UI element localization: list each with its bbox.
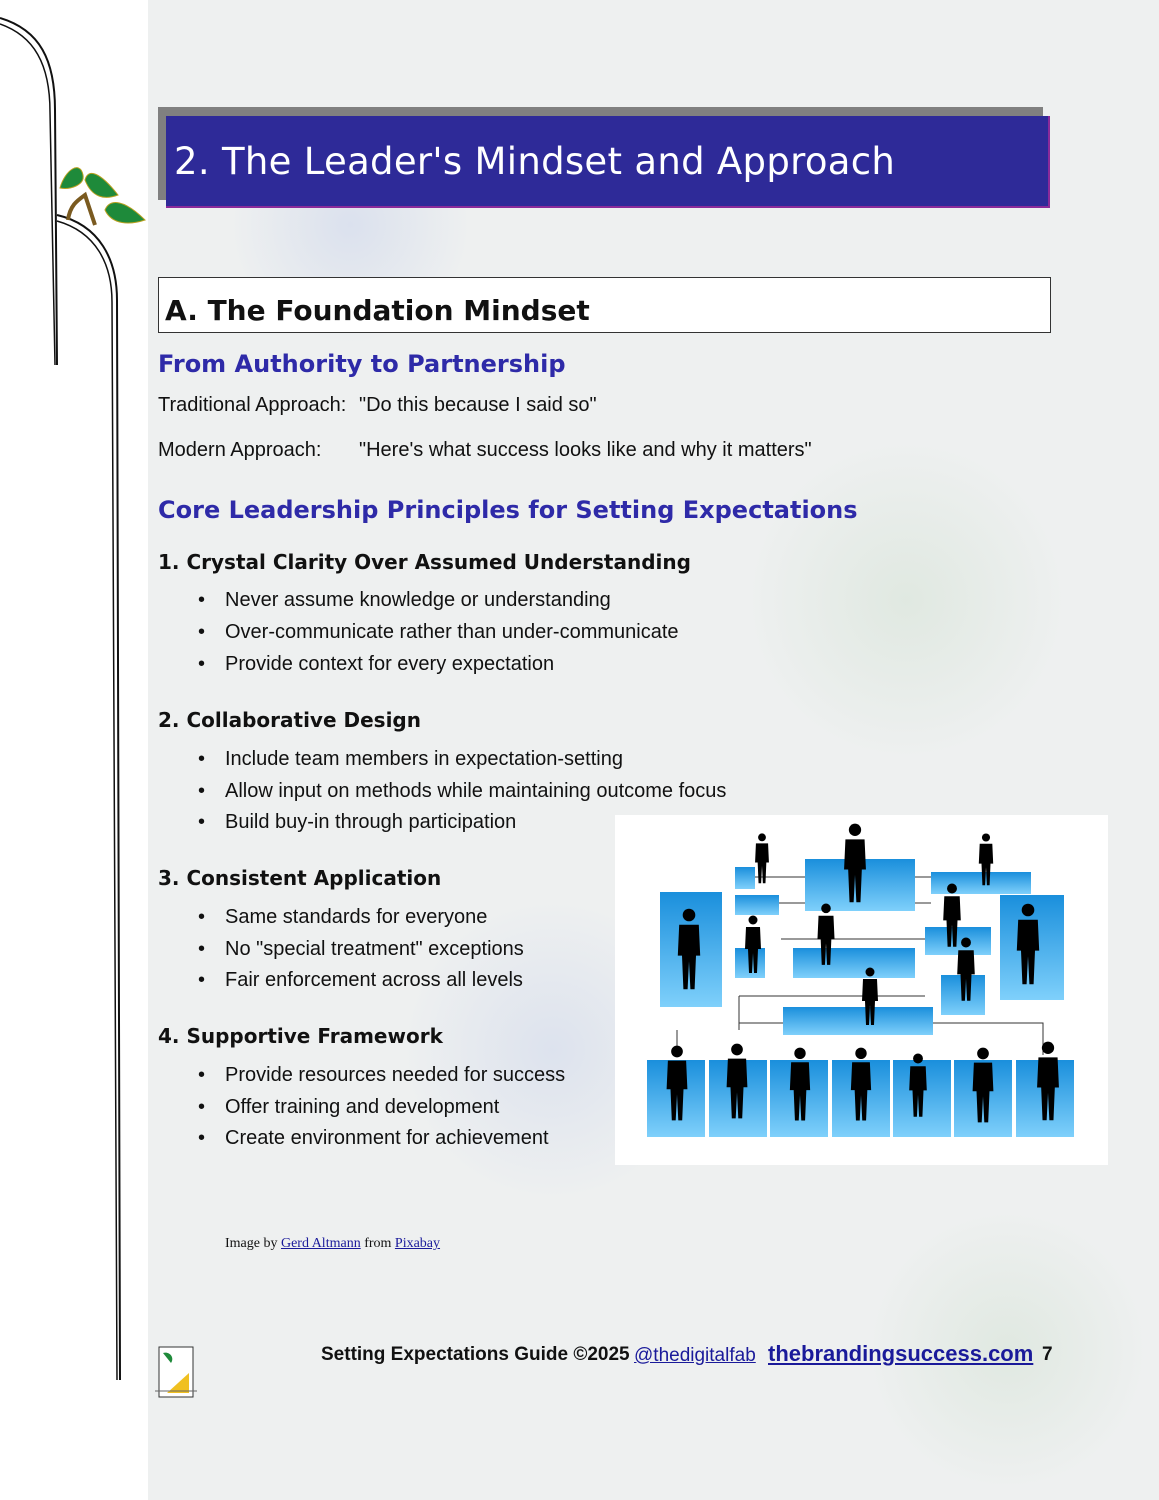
- org-chart-illustration: [615, 815, 1108, 1165]
- modern-approach-label: Modern Approach:: [158, 439, 322, 461]
- bullet-item: •Provide context for every expectation: [198, 653, 555, 675]
- bullet-item: •Never assume knowledge or understanding: [198, 589, 611, 611]
- bullet-item: •No "special treatment" exceptions: [198, 938, 524, 960]
- bullet-item: •Allow input on methods while maintainin…: [198, 780, 727, 802]
- principles-heading: Core Leadership Principles for Setting E…: [158, 496, 858, 524]
- image-credit: Image by Gerd Altmann from Pixabay: [225, 1236, 441, 1251]
- principle-title: 2. Collaborative Design: [158, 708, 421, 732]
- traditional-approach-label: Traditional Approach:: [158, 394, 347, 416]
- chapter-title: 2. The Leader's Mindset and Approach: [166, 116, 1050, 208]
- bonsai-tree-icon: [59, 167, 146, 226]
- principle-title: 3. Consistent Application: [158, 866, 442, 890]
- bullet-item: •Build buy-in through participation: [198, 811, 517, 833]
- page-background: [148, 0, 1159, 1500]
- traditional-approach-value: "Do this because I said so": [359, 394, 597, 416]
- decorative-vine-border: [0, 17, 146, 1381]
- bullet-item: •Offer training and development: [198, 1096, 500, 1118]
- bullet-item: •Over-communicate rather than under-comm…: [198, 621, 679, 643]
- bullet-item: •Same standards for everyone: [198, 906, 488, 928]
- bullet-item: •Fair enforcement across all levels: [198, 969, 523, 991]
- footer-logo-icon: [155, 1346, 197, 1398]
- principle-title: 4. Supportive Framework: [158, 1024, 443, 1048]
- section-title: A. The Foundation Mindset: [158, 277, 1051, 333]
- footer-guide-title: Setting Expectations Guide ©2025: [321, 1344, 630, 1365]
- social-handle-link[interactable]: @thedigitalfab: [634, 1345, 756, 1366]
- page-number: 7: [1042, 1344, 1053, 1365]
- partnership-heading: From Authority to Partnership: [158, 350, 566, 378]
- modern-approach-value: "Here's what success looks like and why …: [359, 439, 812, 461]
- bullet-item: •Create environment for achievement: [198, 1127, 549, 1149]
- website-link[interactable]: thebrandingsuccess.com: [768, 1341, 1034, 1366]
- bullet-item: •Include team members in expectation-set…: [198, 748, 623, 770]
- principle-title: 1. Crystal Clarity Over Assumed Understa…: [158, 550, 691, 574]
- author-link[interactable]: Gerd Altmann: [280, 1236, 361, 1251]
- bullet-item: •Provide resources needed for success: [198, 1064, 566, 1086]
- source-link[interactable]: Pixabay: [394, 1236, 441, 1251]
